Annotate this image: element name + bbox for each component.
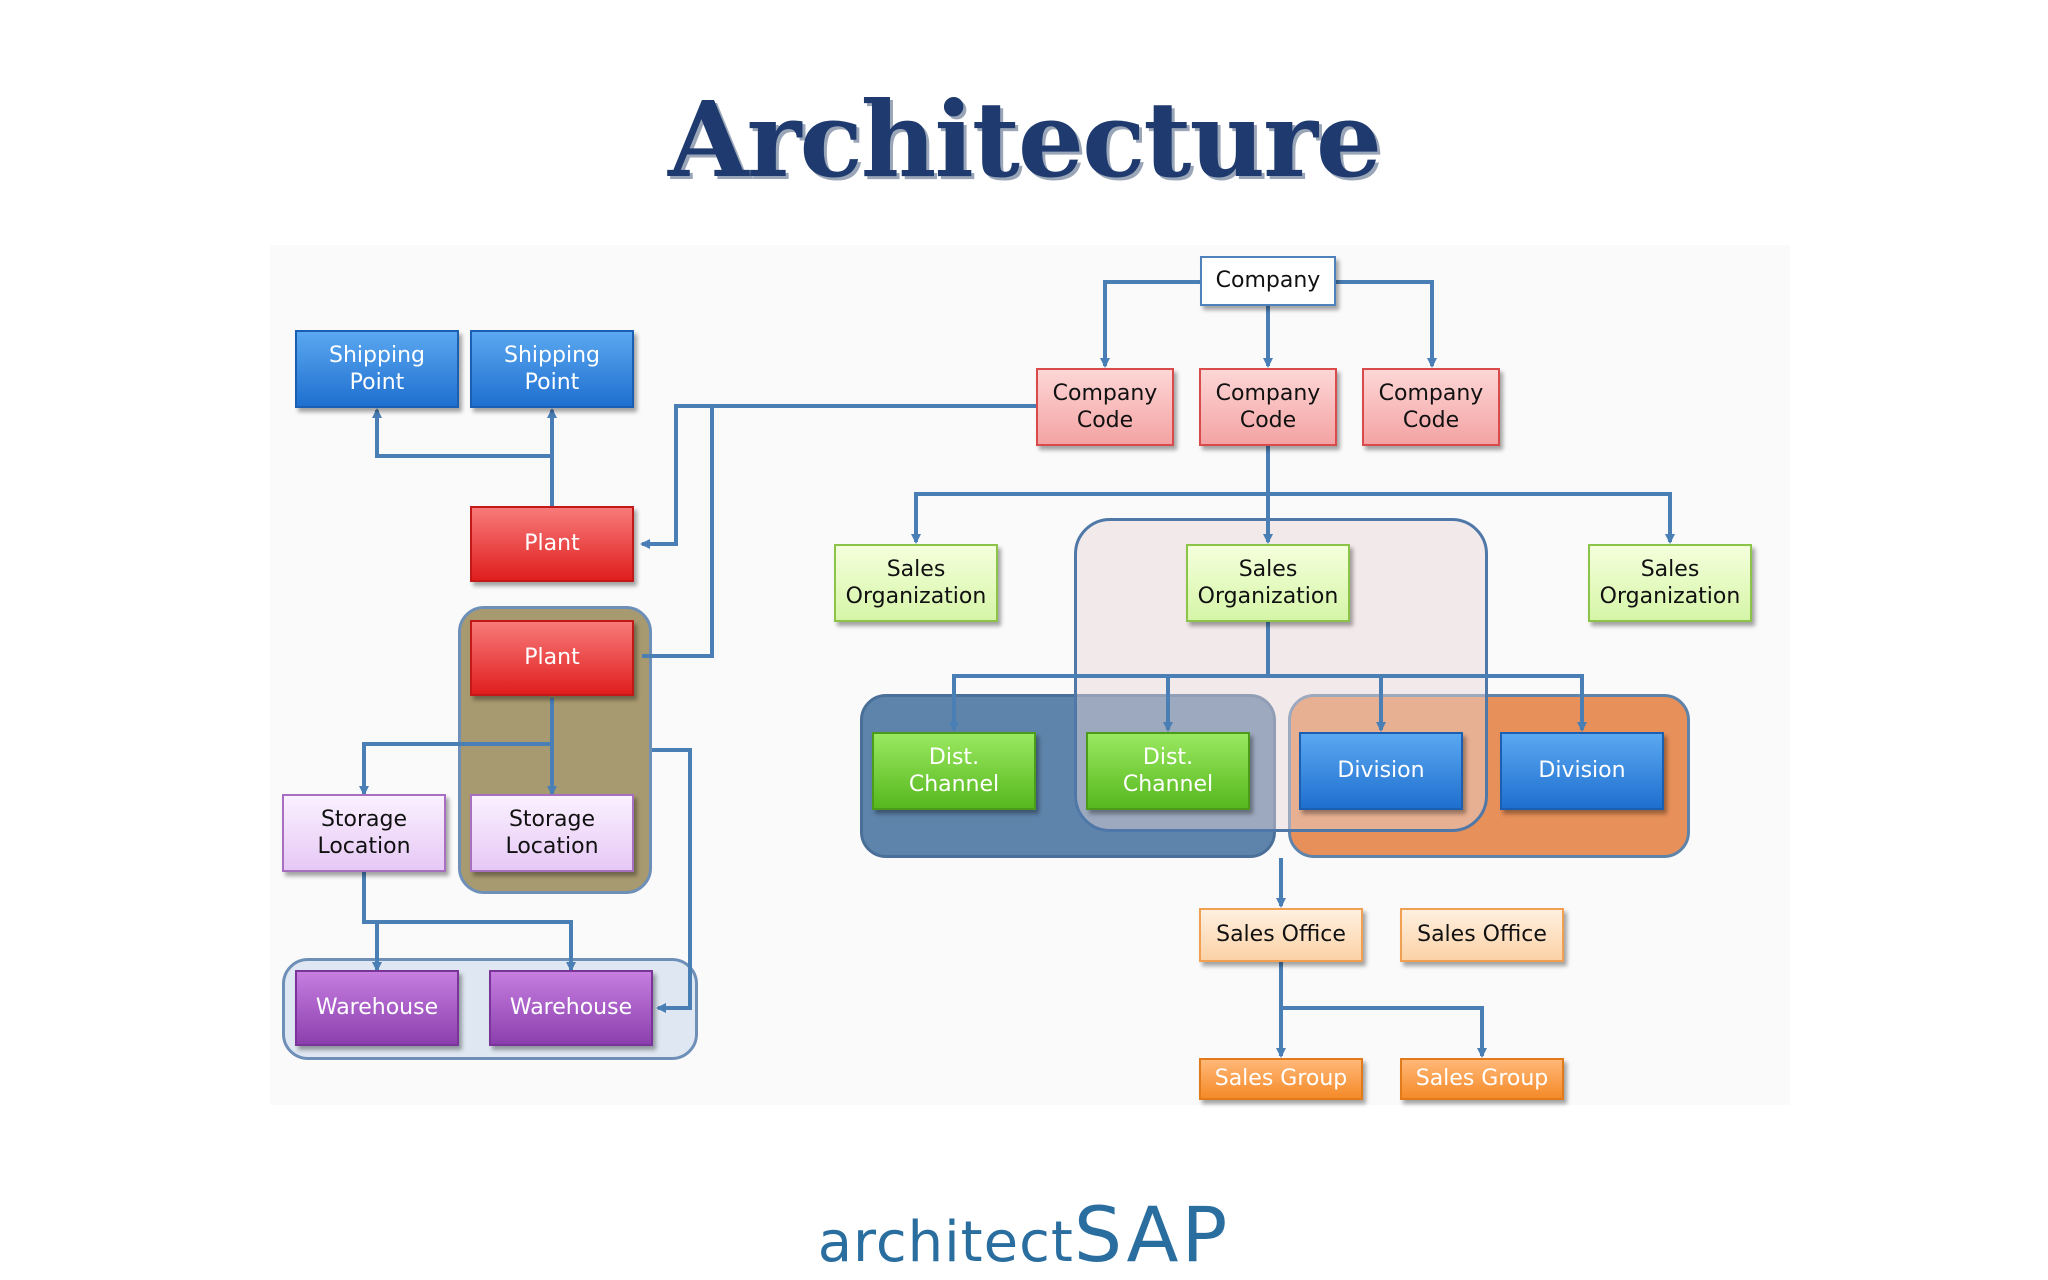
sales-office-label: Sales Office <box>1417 922 1547 948</box>
company-code-label: Company Code <box>1378 380 1484 434</box>
dist-channel-node: Dist. Channel <box>872 732 1036 810</box>
sales-organization-label: Sales Organization <box>1599 556 1741 610</box>
dist-channel-label: Dist. Channel <box>908 744 1000 798</box>
connector-sl-wh2 <box>377 920 576 972</box>
sales-organization-label: Sales Organization <box>1197 556 1339 610</box>
connector-cc-plant1 <box>640 404 1036 549</box>
warehouse-label: Warehouse <box>509 995 633 1021</box>
sales-office-node: Sales Office <box>1400 908 1564 962</box>
shipping-point-label: Shipping Point <box>329 342 425 396</box>
connector-company-cc1 <box>1100 280 1200 368</box>
sales-group-node: Sales Group <box>1400 1058 1564 1100</box>
division-label: Division <box>1538 758 1626 784</box>
warehouse-node: Warehouse <box>489 970 653 1046</box>
company-code-label: Company Code <box>1215 380 1321 434</box>
connector-company-cc3 <box>1336 280 1437 368</box>
plant-label: Plant <box>524 645 580 671</box>
storage-location-node: Storage Location <box>282 794 446 872</box>
plant-label: Plant <box>524 531 580 557</box>
company-node: Company <box>1200 256 1336 306</box>
brand-suffix: SAP <box>1073 1190 1231 1279</box>
company-code-label: Company Code <box>1052 380 1158 434</box>
connector-sl-wh1 <box>362 872 382 972</box>
connector-cc2-so1 <box>911 492 1268 544</box>
storage-location-node: Storage Location <box>470 794 634 872</box>
plant-node: Plant <box>470 620 634 696</box>
plant-node: Plant <box>470 506 634 582</box>
connector-plant-sp1 <box>372 408 552 458</box>
brand-logo: architectSAP <box>0 1190 2048 1279</box>
sales-office-node: Sales Office <box>1199 908 1363 962</box>
connector-so-div2 <box>1381 674 1587 732</box>
storage-location-label: Storage Location <box>317 806 411 860</box>
company-code-node: Company Code <box>1036 368 1174 446</box>
division-node: Division <box>1299 732 1463 810</box>
connector-so-div1 <box>1268 674 1386 732</box>
sales-organization-node: Sales Organization <box>1588 544 1752 622</box>
connector-cc2-so3 <box>1268 492 1675 544</box>
division-label: Division <box>1337 758 1425 784</box>
shipping-point-node: Shipping Point <box>295 330 459 408</box>
connector-office-group2 <box>1281 1006 1487 1058</box>
warehouse-label: Warehouse <box>315 995 439 1021</box>
connector-plant-wh2 <box>652 748 692 1013</box>
warehouse-node: Warehouse <box>295 970 459 1046</box>
connector-plant-sl1 <box>359 742 552 796</box>
dist-channel-label: Dist. Channel <box>1122 744 1214 798</box>
shipping-point-node: Shipping Point <box>470 330 634 408</box>
company-code-node: Company Code <box>1362 368 1500 446</box>
company-label: Company <box>1215 268 1321 294</box>
sales-office-label: Sales Office <box>1216 922 1346 948</box>
division-node: Division <box>1500 732 1664 810</box>
sales-organization-label: Sales Organization <box>845 556 987 610</box>
storage-location-label: Storage Location <box>505 806 599 860</box>
sales-organization-node: Sales Organization <box>834 544 998 622</box>
page-title: Architecture <box>667 78 1382 201</box>
dist-channel-node: Dist. Channel <box>1086 732 1250 810</box>
company-code-node: Company Code <box>1199 368 1337 446</box>
sales-organization-node: Sales Organization <box>1186 544 1350 622</box>
sales-group-label: Sales Group <box>1214 1066 1348 1092</box>
brand-prefix: architect <box>817 1210 1074 1275</box>
sales-group-label: Sales Group <box>1415 1066 1549 1092</box>
sales-group-node: Sales Group <box>1199 1058 1363 1100</box>
connector-so-dc1 <box>949 674 1268 732</box>
connector-cc-plant2 <box>642 406 714 658</box>
shipping-point-label: Shipping Point <box>504 342 600 396</box>
